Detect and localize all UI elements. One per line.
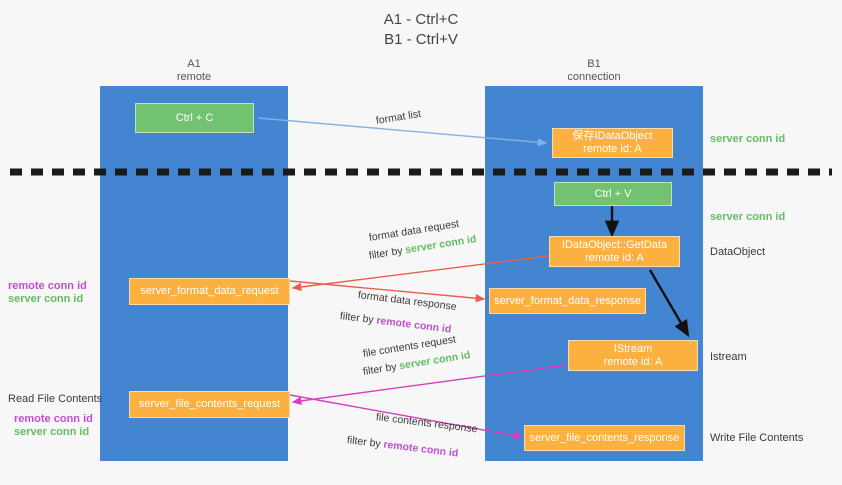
node-server-file-contents-response-label: server_file_contents_response	[529, 431, 680, 444]
node-server-format-data-request[interactable]: server_format_data_request	[129, 278, 290, 305]
filter-value-remote-conn-id: remote conn id	[382, 438, 459, 460]
annotation-dataobject: DataObject	[710, 246, 766, 258]
node-save-idataobject-line1: 保存IDataObject	[572, 130, 653, 142]
node-istream-line1: IStream	[613, 342, 653, 355]
filter-prefix: filter by	[362, 360, 401, 378]
node-ctrl-v[interactable]: Ctrl + V	[554, 182, 672, 206]
annotation-remote-conn-id-lower: remote conn id	[14, 413, 93, 425]
node-server-file-contents-request[interactable]: server_file_contents_request	[129, 391, 290, 418]
edge-label-file-contents-response: file contents response	[375, 410, 478, 436]
node-save-idataobject-line2: remote id: A	[583, 143, 642, 155]
annotation-server-conn-id-top: server conn id	[710, 133, 786, 145]
node-server-file-contents-request-label: server_file_contents_request	[138, 398, 281, 410]
edge-label-format-data-response-text: format data response	[357, 289, 458, 314]
annotation-remote-conn-id-upper: remote conn id	[8, 280, 87, 292]
node-istream-line2: remote id: A	[603, 355, 663, 368]
title-line-1: A1 - Ctrl+C	[383, 11, 459, 28]
filter-prefix: filter by	[339, 310, 378, 327]
column-header-b1: B1 connection	[485, 58, 703, 84]
node-ctrl-c-label: Ctrl + C	[175, 111, 214, 124]
node-istream[interactable]: IStream remote id: A	[568, 340, 698, 371]
node-server-file-contents-response[interactable]: server_file_contents_response	[524, 425, 685, 451]
node-server-format-data-request-label: server_format_data_request	[140, 285, 279, 297]
annotation-server-conn-id-mid: server conn id	[710, 211, 786, 223]
node-ctrl-v-label: Ctrl + V	[594, 187, 632, 200]
filter-prefix: filter by	[368, 244, 407, 262]
title-line-2: B1 - Ctrl+V	[384, 31, 458, 48]
filter-prefix: filter by	[346, 434, 385, 451]
diagram-title: A1 - Ctrl+C B1 - Ctrl+V	[0, 10, 842, 50]
annotation-read-file-contents: Read File Contents	[8, 393, 103, 405]
column-header-a1-name: A1	[187, 58, 201, 70]
node-getdata-line1: IDataObject::GetData	[561, 238, 668, 251]
annotation-istream: Istream	[710, 351, 747, 363]
node-getdata[interactable]: IDataObject::GetData remote id: A	[549, 236, 680, 267]
node-ctrl-c[interactable]: Ctrl + C	[135, 103, 254, 133]
annotation-server-conn-id-upper: server conn id	[8, 293, 84, 305]
column-header-b1-name: B1	[587, 58, 601, 70]
node-server-format-data-response[interactable]: server_format_data_response	[489, 288, 646, 314]
node-server-format-data-response-label: server_format_data_response	[494, 294, 641, 307]
column-header-a1-subtitle: remote	[176, 71, 212, 83]
edge-label-file-contents-response-text: file contents response	[375, 411, 479, 436]
annotation-server-conn-id-lower: server conn id	[14, 426, 90, 438]
node-save-idataobject[interactable]: 保存IDataObject remote id: A	[552, 128, 673, 158]
edge-label-format-data-response: format data response	[357, 288, 457, 314]
filter-value-remote-conn-id: remote conn id	[375, 314, 452, 336]
node-getdata-line2: remote id: A	[585, 251, 644, 264]
edge-label-file-contents-response-filter: filter by remote conn id	[346, 433, 459, 461]
column-header-b1-subtitle: connection	[567, 71, 621, 83]
edge-label-format-list-text: format list	[375, 107, 422, 127]
column-header-a1: A1 remote	[100, 58, 288, 84]
edge-label-format-data-response-filter: filter by remote conn id	[339, 309, 452, 337]
edge-label-format-list: format list	[375, 107, 422, 128]
annotation-write-file-contents: Write File Contents	[710, 432, 804, 444]
